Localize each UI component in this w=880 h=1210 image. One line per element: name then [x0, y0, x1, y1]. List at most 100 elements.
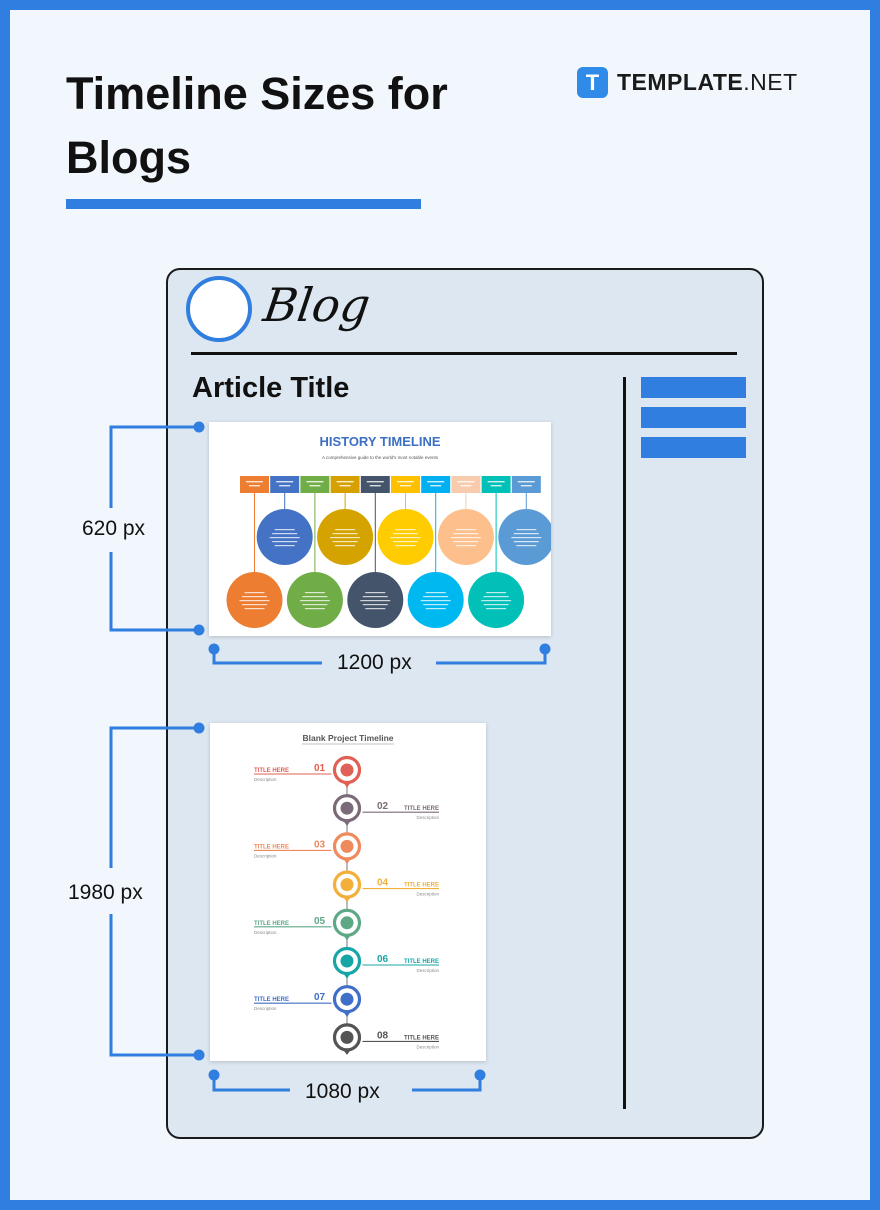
date-box	[481, 476, 511, 493]
article-title: Article Title	[192, 372, 350, 404]
event-text-line	[425, 608, 446, 610]
step-pointer	[344, 1050, 350, 1055]
step-title: TITLE HERE	[254, 844, 289, 850]
step-description: Description	[254, 777, 277, 782]
history-timeline-thumbnail: HISTORY TIMELINE A comprehensive guide t…	[209, 422, 551, 636]
date-box	[330, 476, 360, 493]
event-text-line	[335, 545, 356, 547]
event-text-line	[269, 537, 300, 539]
step-description: Description	[254, 853, 277, 858]
step-title: TITLE HERE	[404, 883, 439, 889]
date-text-line	[279, 485, 291, 487]
thumbnail-title: HISTORY TIMELINE	[319, 434, 440, 449]
event-text-line	[393, 541, 418, 543]
blog-logo: Blog	[260, 278, 374, 332]
event-text-line	[362, 596, 388, 598]
event-text-line	[304, 608, 325, 610]
brand-name-light: .NET	[743, 68, 798, 95]
event-text-line	[483, 596, 509, 598]
event-text-line	[330, 537, 361, 539]
event-text-line	[513, 541, 539, 543]
event-text-line	[335, 529, 356, 531]
location-pin-icon	[340, 1030, 354, 1044]
step-description: Description	[254, 930, 277, 935]
step-pointer	[344, 783, 350, 788]
date-text-line	[306, 481, 324, 483]
thumbnail-subtitle: A comprehensive guide to the world's mos…	[322, 455, 439, 460]
sidebar-item	[641, 437, 746, 458]
search-icon	[340, 878, 354, 892]
step-number: 02	[377, 801, 389, 812]
event-text-line	[425, 592, 446, 594]
event-text-line	[274, 529, 295, 531]
step-number: 05	[314, 916, 326, 927]
date-text-line	[397, 481, 414, 483]
event-text-line	[420, 600, 451, 602]
date-text-line	[400, 485, 411, 487]
event-text-line	[483, 604, 509, 606]
event-text-line	[360, 600, 391, 602]
event-text-line	[242, 596, 267, 598]
date-text-line	[336, 481, 354, 483]
step-description: Description	[254, 1006, 277, 1011]
width-bracket-1200	[208, 643, 551, 665]
height-bracket-620	[109, 421, 205, 636]
step-number: 04	[377, 878, 389, 889]
event-text-line	[455, 545, 476, 547]
step-description: Description	[416, 892, 439, 897]
date-box	[300, 476, 330, 493]
briefcase-icon	[340, 801, 354, 815]
date-text-line	[246, 481, 263, 483]
date-text-line	[460, 485, 472, 487]
date-box	[421, 476, 451, 493]
brand-logo: T TEMPLATE.NET	[577, 66, 798, 98]
event-text-line	[244, 592, 265, 594]
envelope-icon	[340, 916, 354, 930]
event-text-line	[511, 537, 542, 539]
event-text-line	[299, 600, 330, 602]
step-number: 06	[377, 954, 389, 965]
event-text-line	[242, 604, 267, 606]
step-title: TITLE HERE	[404, 806, 439, 812]
event-text-line	[272, 533, 298, 535]
step-pointer	[344, 936, 350, 941]
height-bracket-1980	[109, 722, 205, 1061]
step-pointer	[344, 859, 350, 864]
date-box	[511, 476, 541, 493]
event-text-line	[239, 600, 270, 602]
event-text-line	[302, 596, 328, 598]
width-label-1080: 1080 px	[305, 1080, 380, 1103]
event-text-line	[450, 537, 481, 539]
clock-icon	[340, 992, 354, 1006]
event-text-line	[455, 529, 476, 531]
date-text-line	[339, 485, 351, 487]
date-text-line	[276, 481, 294, 483]
event-text-line	[516, 545, 537, 547]
event-text-line	[272, 541, 298, 543]
event-text-line	[423, 604, 449, 606]
brand-name-bold: TEMPLATE	[617, 68, 744, 95]
date-text-line	[517, 481, 535, 483]
brand-name: TEMPLATE.NET	[617, 69, 798, 96]
event-text-line	[332, 541, 358, 543]
event-text-line	[395, 529, 416, 531]
page-title: Timeline Sizes for Blogs	[66, 68, 448, 183]
blog-avatar-icon	[186, 276, 252, 342]
step-description: Description	[416, 815, 439, 820]
width-bracket-1080	[208, 1069, 486, 1092]
event-text-line	[486, 592, 507, 594]
date-text-line	[309, 485, 321, 487]
event-text-line	[390, 537, 421, 539]
step-pointer	[344, 974, 350, 979]
event-text-line	[365, 592, 386, 594]
title-underline	[66, 199, 421, 209]
height-label-1980: 1980 px	[68, 881, 143, 904]
date-text-line	[249, 485, 260, 487]
date-text-line	[457, 481, 475, 483]
date-text-line	[487, 481, 505, 483]
date-box	[391, 476, 420, 493]
event-text-line	[513, 533, 539, 535]
chat-icon	[340, 839, 354, 853]
date-box	[270, 476, 300, 493]
